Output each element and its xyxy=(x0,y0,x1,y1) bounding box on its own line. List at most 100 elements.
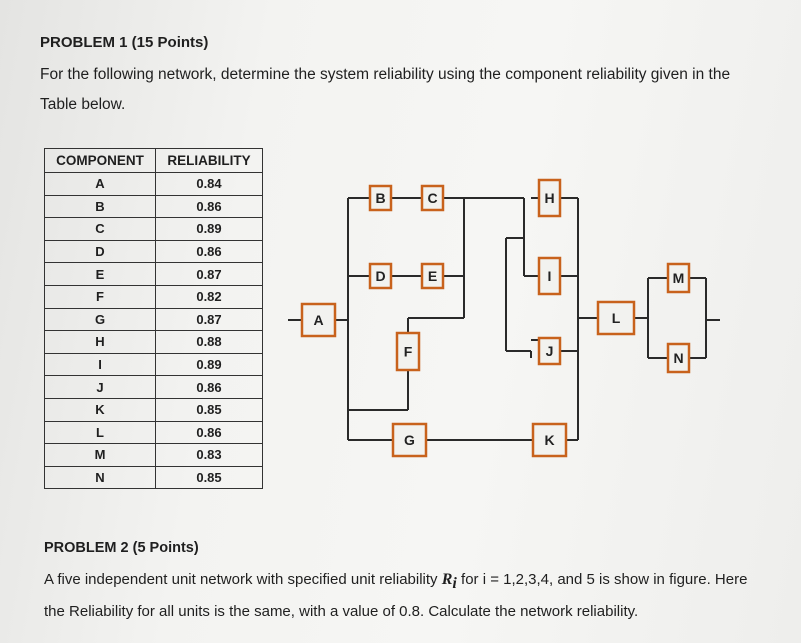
component-cell: C xyxy=(44,217,156,241)
component-cell: E xyxy=(44,262,156,286)
component-box xyxy=(391,422,428,458)
component-j: J xyxy=(537,336,562,366)
component-boxes: A B C D E F G H I J K L M N xyxy=(300,178,691,458)
table-header-row: COMPONENT RELIABILITY xyxy=(44,148,263,173)
component-d: D xyxy=(368,262,393,290)
component-cell: F xyxy=(44,284,156,309)
component-label: B xyxy=(375,190,385,206)
component-box xyxy=(368,262,393,290)
component-box xyxy=(531,422,568,458)
reliability-cell: 0.82 xyxy=(155,284,263,309)
column-header-component: COMPONENT xyxy=(44,148,156,173)
network-wires xyxy=(288,197,720,441)
component-box xyxy=(596,300,636,336)
component-f: F xyxy=(395,331,421,372)
component-cell: J xyxy=(44,375,156,399)
component-label: N xyxy=(673,350,683,366)
component-box xyxy=(666,262,691,294)
component-c: C xyxy=(420,184,445,212)
component-cell: K xyxy=(44,397,156,422)
component-cell: L xyxy=(44,420,156,445)
component-i: I xyxy=(537,256,562,296)
reliability-subscript: i xyxy=(452,575,457,592)
component-cell: H xyxy=(44,330,156,354)
reliability-cell: 0.83 xyxy=(155,443,263,467)
reliability-cell: 0.88 xyxy=(155,330,263,354)
component-box xyxy=(368,184,393,212)
reliability-symbol: R xyxy=(441,571,453,588)
component-box xyxy=(420,184,445,212)
reliability-cell: 0.87 xyxy=(155,307,263,332)
component-label: G xyxy=(404,432,415,448)
reliability-cell: 0.86 xyxy=(155,239,263,264)
component-label: A xyxy=(313,312,323,328)
component-a: A xyxy=(300,302,337,338)
component-label: K xyxy=(544,432,554,448)
component-cell: D xyxy=(44,239,156,264)
component-label: J xyxy=(546,343,554,359)
component-cell: A xyxy=(44,172,156,196)
component-label: M xyxy=(673,270,685,286)
component-label: C xyxy=(427,190,437,206)
component-label: D xyxy=(375,268,385,284)
component-n: N xyxy=(666,342,691,374)
component-label: I xyxy=(548,268,552,284)
component-label: L xyxy=(612,310,621,326)
reliability-cell: 0.86 xyxy=(155,194,263,219)
component-g: G xyxy=(391,422,428,458)
component-cell: M xyxy=(44,443,156,467)
component-b: B xyxy=(368,184,393,212)
component-m: M xyxy=(666,262,691,294)
component-cell: N xyxy=(44,465,156,490)
component-h: H xyxy=(537,178,562,218)
problem-1-statement: For the following network, determine the… xyxy=(40,66,731,113)
problem-2-title: PROBLEM 2 (5 Points) xyxy=(44,540,199,556)
component-cell: B xyxy=(44,194,156,219)
component-box xyxy=(395,331,421,372)
problem-2-statement: A five independent unit network with spe… xyxy=(44,566,764,626)
component-box xyxy=(537,256,562,296)
component-k: K xyxy=(531,422,568,458)
reliability-cell: 0.89 xyxy=(155,352,263,377)
component-cell: G xyxy=(44,307,156,332)
component-box xyxy=(537,178,562,218)
component-box xyxy=(420,262,445,290)
reliability-cell: 0.89 xyxy=(155,217,263,241)
reliability-cell: 0.84 xyxy=(155,172,263,196)
reliability-cell: 0.86 xyxy=(155,375,263,399)
component-label: E xyxy=(428,268,437,284)
component-cell: I xyxy=(44,352,156,377)
reliability-cell: 0.85 xyxy=(155,465,263,490)
component-box xyxy=(666,342,691,374)
reliability-cell: 0.86 xyxy=(155,420,263,445)
reliability-network-diagram: A B C D E F G H I J K L M N xyxy=(288,178,720,458)
column-header-reliability: RELIABILITY xyxy=(155,148,263,173)
component-l: L xyxy=(596,300,636,336)
problem-1-title: PROBLEM 1 (15 Points) xyxy=(40,34,209,51)
component-label: F xyxy=(404,344,413,360)
component-label: H xyxy=(544,190,554,206)
component-e: E xyxy=(420,262,445,290)
reliability-cell: 0.85 xyxy=(155,397,263,422)
component-box xyxy=(300,302,337,338)
reliability-cell: 0.87 xyxy=(155,262,263,286)
component-box xyxy=(537,336,562,366)
problem-2-text-after: for i = 1,2,3,4, and 5 is show in figure… xyxy=(44,571,748,620)
problem-2-text-before: A five independent unit network with spe… xyxy=(44,571,442,588)
